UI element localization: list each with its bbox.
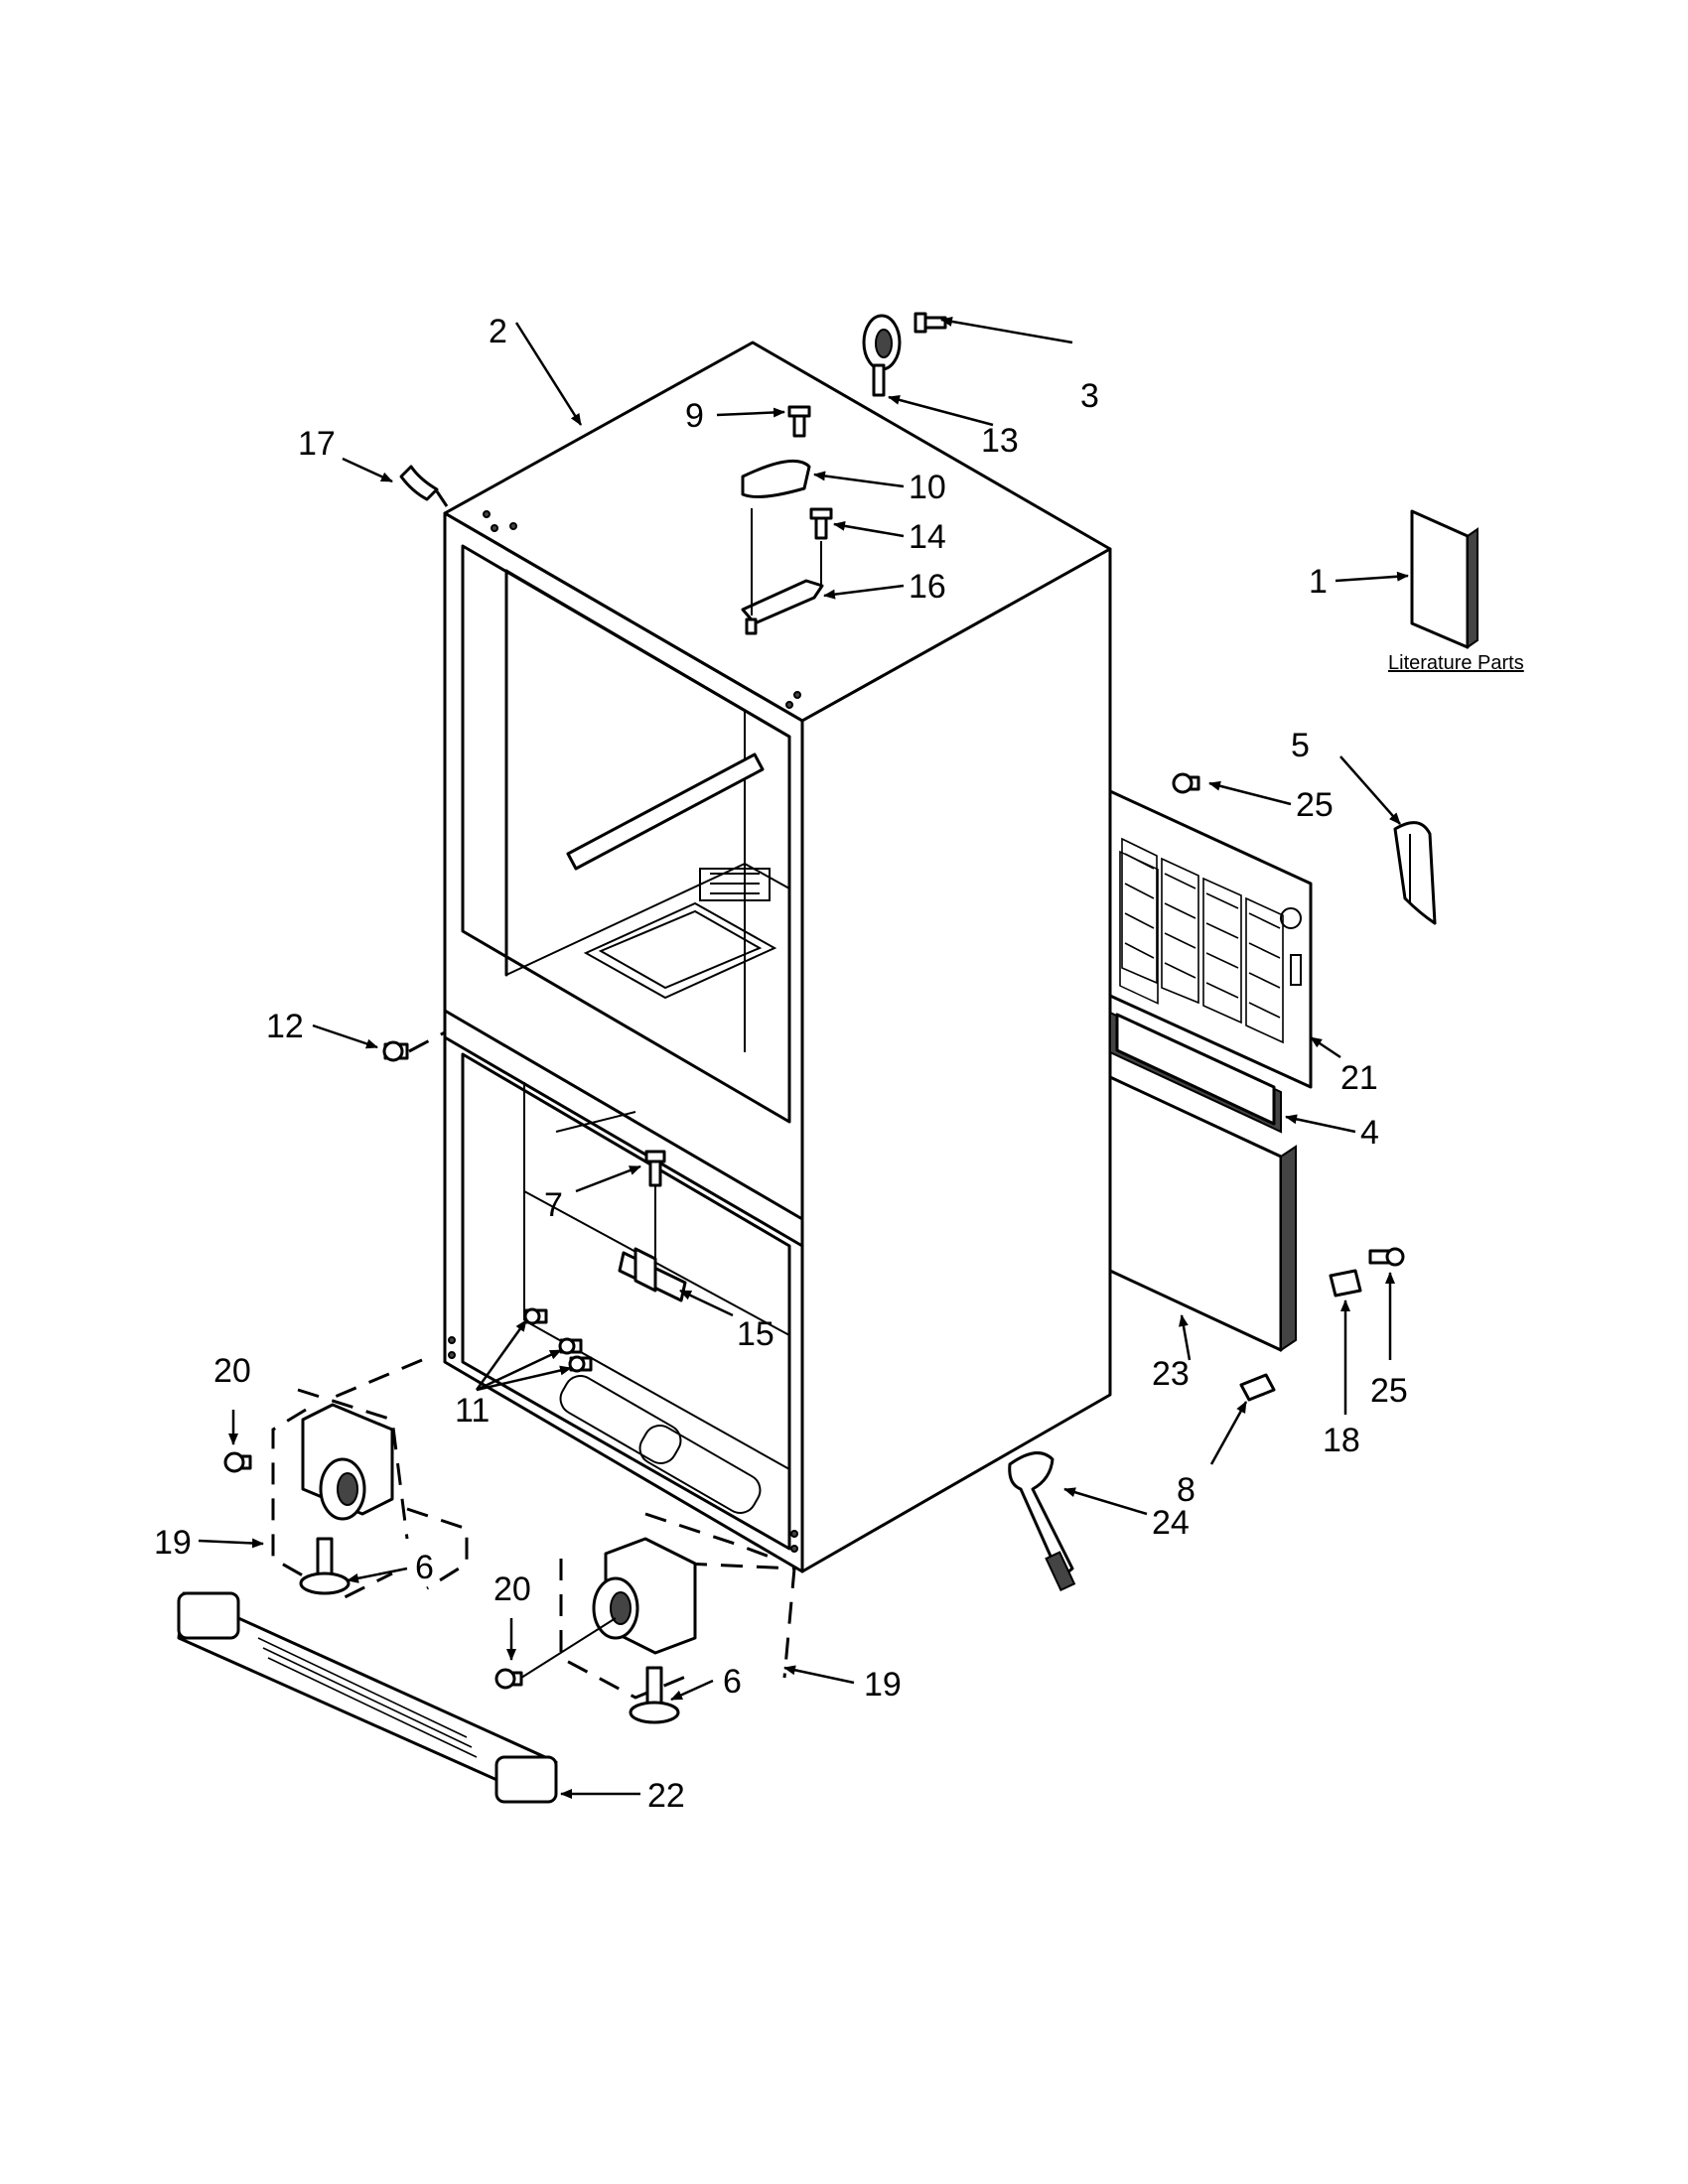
clip-part-5 — [1393, 821, 1437, 925]
callout-1: 1 — [1309, 563, 1328, 601]
callout-19-left: 19 — [154, 1524, 192, 1562]
callout-6-center: 6 — [723, 1663, 742, 1701]
control-vents — [699, 868, 771, 901]
callout-22: 22 — [647, 1777, 685, 1815]
clip-part-18 — [1329, 1247, 1405, 1297]
callout-8: 8 — [1177, 1471, 1196, 1509]
tool-part-24 — [1008, 1451, 1076, 1592]
leader-lines — [198, 316, 1409, 1799]
panel-23 — [1108, 1075, 1297, 1352]
callout-12: 12 — [266, 1008, 304, 1045]
callout-13: 13 — [981, 422, 1019, 460]
screws-part-11 — [523, 1307, 593, 1373]
roller-assembly-left — [223, 1358, 469, 1600]
callout-2: 2 — [489, 313, 507, 350]
screw-part-12 — [382, 1030, 446, 1062]
callout-20-center: 20 — [493, 1570, 531, 1608]
toe-grille — [177, 1591, 558, 1804]
callout-6-left: 6 — [415, 1549, 434, 1586]
clip-part-8 — [1239, 1373, 1276, 1402]
roller-assembly-center — [494, 1512, 796, 1724]
callout-15: 15 — [737, 1315, 774, 1353]
callout-5: 5 — [1291, 727, 1310, 764]
callout-4: 4 — [1360, 1114, 1379, 1152]
literature-parts: Literature Parts — [1388, 509, 1524, 674]
callout-24: 24 — [1152, 1504, 1190, 1542]
refrigerator-cabinet — [443, 341, 1112, 1573]
callout-25-bottom: 25 — [1370, 1372, 1408, 1410]
top-hinge-assembly — [741, 312, 947, 635]
callout-3: 3 — [1080, 377, 1099, 415]
callout-11: 11 — [455, 1392, 490, 1430]
literature-parts-label: Literature Parts — [1388, 652, 1524, 674]
bracket-part-15 — [618, 1247, 687, 1302]
screw-part-7 — [644, 1150, 666, 1261]
callout-23: 23 — [1152, 1355, 1190, 1393]
gasket-strip-4 — [1109, 1011, 1282, 1134]
callout-9: 9 — [685, 397, 704, 435]
callout-20-left: 20 — [213, 1352, 251, 1390]
callout-19-center: 19 — [864, 1666, 902, 1704]
callout-16: 16 — [909, 568, 946, 606]
callout-17: 17 — [298, 425, 336, 463]
callout-18: 18 — [1323, 1422, 1360, 1459]
callout-labels: 2 3 13 9 10 14 16 17 1 5 25 21 4 12 7 15… — [154, 313, 1408, 1815]
access-panel-21 — [1108, 772, 1313, 1089]
plug-part-17 — [399, 465, 449, 507]
callout-7: 7 — [544, 1186, 563, 1224]
callout-21: 21 — [1340, 1059, 1378, 1097]
callout-10: 10 — [909, 469, 946, 506]
callout-25-top: 25 — [1296, 786, 1334, 824]
callout-14: 14 — [909, 518, 946, 556]
